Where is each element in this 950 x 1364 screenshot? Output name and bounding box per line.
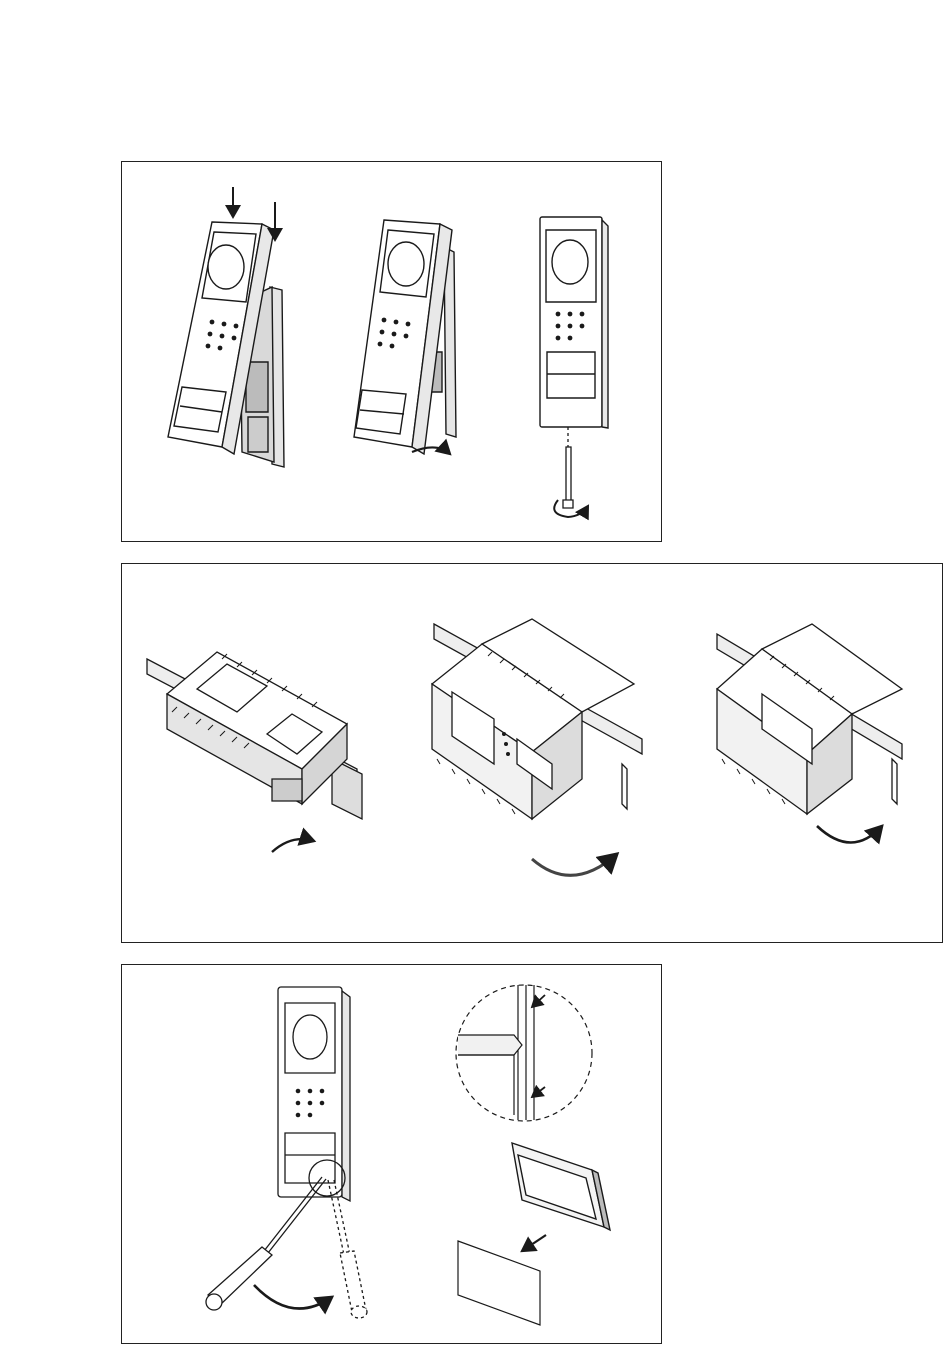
- clip-detail-magnifier: [456, 985, 592, 1121]
- pry-rotate-arrow: [254, 1285, 332, 1309]
- step2-door-panel: [354, 220, 456, 454]
- label-cover-frame: [512, 1143, 610, 1230]
- name-label-replacement-illustration: [122, 965, 663, 1345]
- door-panel-mounting-illustration: [122, 162, 663, 543]
- din-rail-module-illustration: [122, 564, 944, 944]
- door-panel-front: [278, 987, 350, 1201]
- screwdriver-right: [328, 1180, 367, 1318]
- name-label-replacement-figure: [121, 964, 662, 1344]
- module-2-on-rail: [432, 619, 642, 819]
- din-rail-module-figure: [121, 563, 943, 943]
- door-panel-mounting-figure: [121, 161, 662, 542]
- module-1-on-rail: [147, 652, 362, 819]
- step1-door-panel: [168, 222, 284, 467]
- module-3-on-rail: [717, 624, 902, 814]
- insert-label-arrow: [522, 1235, 546, 1251]
- bottom-screw: [563, 427, 573, 508]
- module-1-rotate-arrow: [272, 839, 314, 852]
- step3-door-panel: [540, 217, 608, 428]
- name-label-card: [458, 1241, 540, 1325]
- module-2-rotate-arrow: [532, 854, 617, 875]
- module-3-rotate-arrow: [817, 826, 882, 843]
